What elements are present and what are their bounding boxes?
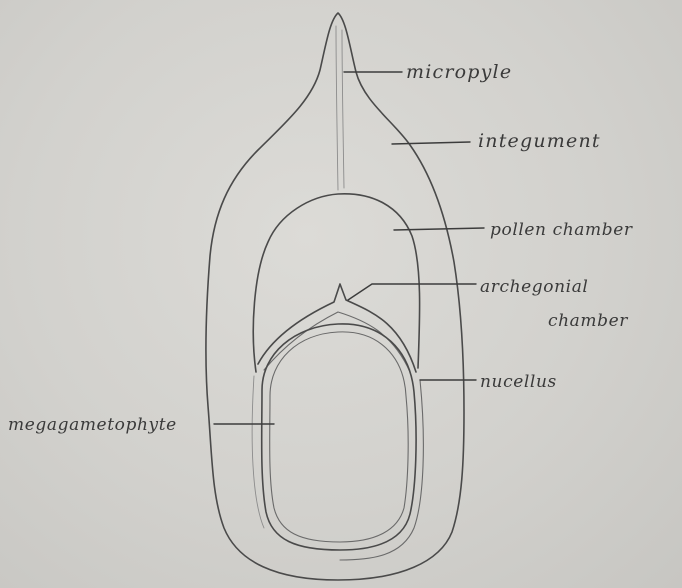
megagametophyte-outline	[262, 324, 416, 550]
integument-leader	[392, 142, 470, 144]
micropyle-canal-right	[342, 30, 344, 188]
megagametophyte-inner-outline	[270, 332, 409, 542]
archegonial-label-line1: archegonial	[480, 277, 588, 297]
nucellus-label: nucellus	[480, 372, 557, 392]
pollen-chamber-label: pollen chamber	[490, 220, 633, 240]
micropyle-label: micropyle	[406, 61, 512, 83]
integument-outline	[206, 13, 464, 580]
integument-label: integument	[478, 130, 601, 152]
micropyle-canal-left	[336, 26, 338, 190]
megagametophyte-label: megagametophyte	[8, 415, 177, 435]
nucellus-outline	[340, 380, 423, 560]
archegonial-label-line2: chamber	[548, 311, 628, 331]
